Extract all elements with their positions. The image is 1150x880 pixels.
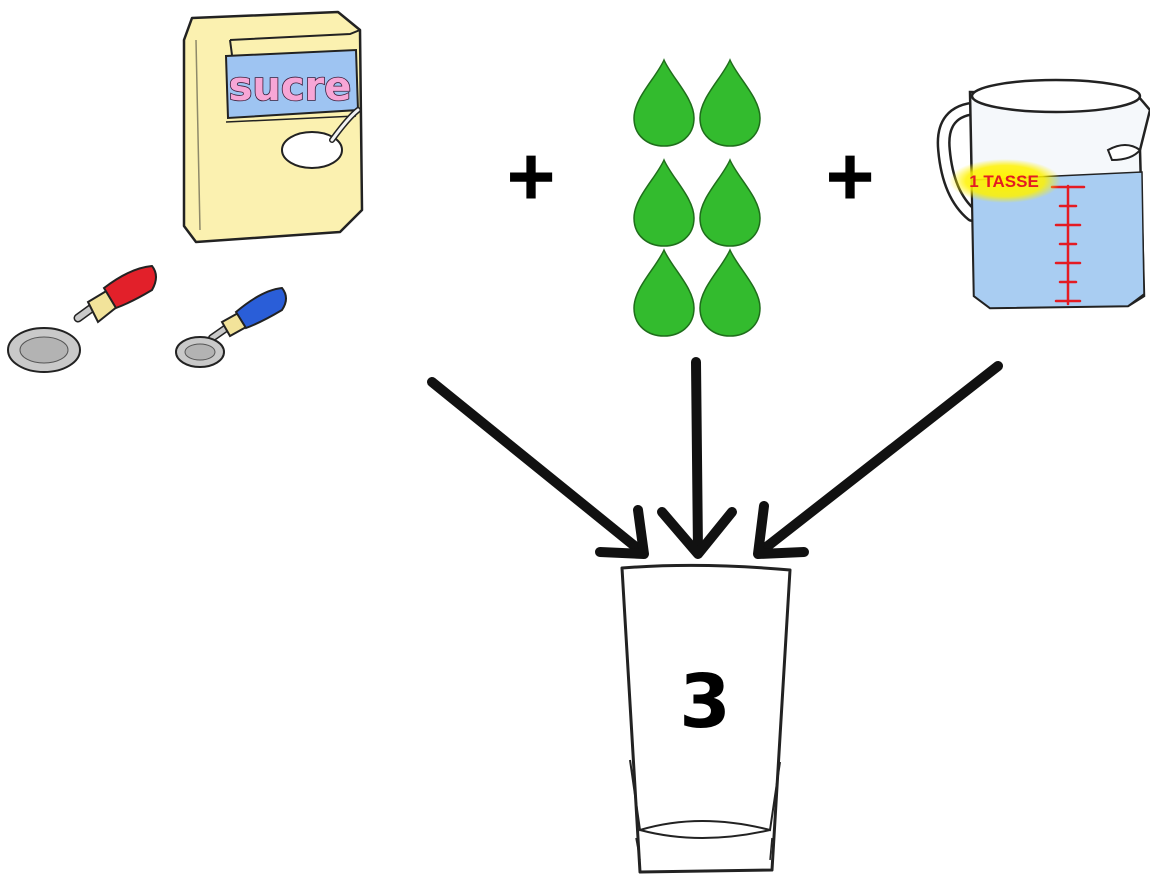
teaspoon-icon bbox=[175, 286, 287, 368]
arrows bbox=[427, 357, 1003, 559]
measuring-cup-icon: 1 TASSE bbox=[936, 78, 1150, 310]
plus-sign-1: + bbox=[506, 129, 555, 223]
green-drop-icon bbox=[699, 159, 761, 247]
tasse-highlight bbox=[949, 159, 1061, 203]
measure-level-label: 1 TASSE bbox=[969, 172, 1039, 191]
glass-number-label: 3 bbox=[679, 659, 731, 745]
green-drop-icon bbox=[699, 59, 761, 147]
green-drop-icon bbox=[633, 159, 695, 247]
drinking-glass-icon: 3 bbox=[620, 563, 792, 874]
sugar-bag-label: sucre bbox=[229, 64, 352, 110]
green-drop-icon bbox=[699, 249, 761, 337]
sugar-bag-icon: sucre bbox=[182, 10, 364, 244]
center-arrow bbox=[657, 357, 737, 559]
green-drop-icon bbox=[633, 59, 695, 147]
left-arrow bbox=[427, 377, 649, 559]
plus-sign-2: + bbox=[825, 129, 874, 223]
tablespoon-icon bbox=[7, 264, 157, 373]
green-drops bbox=[633, 59, 761, 337]
green-drop-icon bbox=[633, 249, 695, 337]
right-arrow bbox=[753, 361, 1003, 559]
